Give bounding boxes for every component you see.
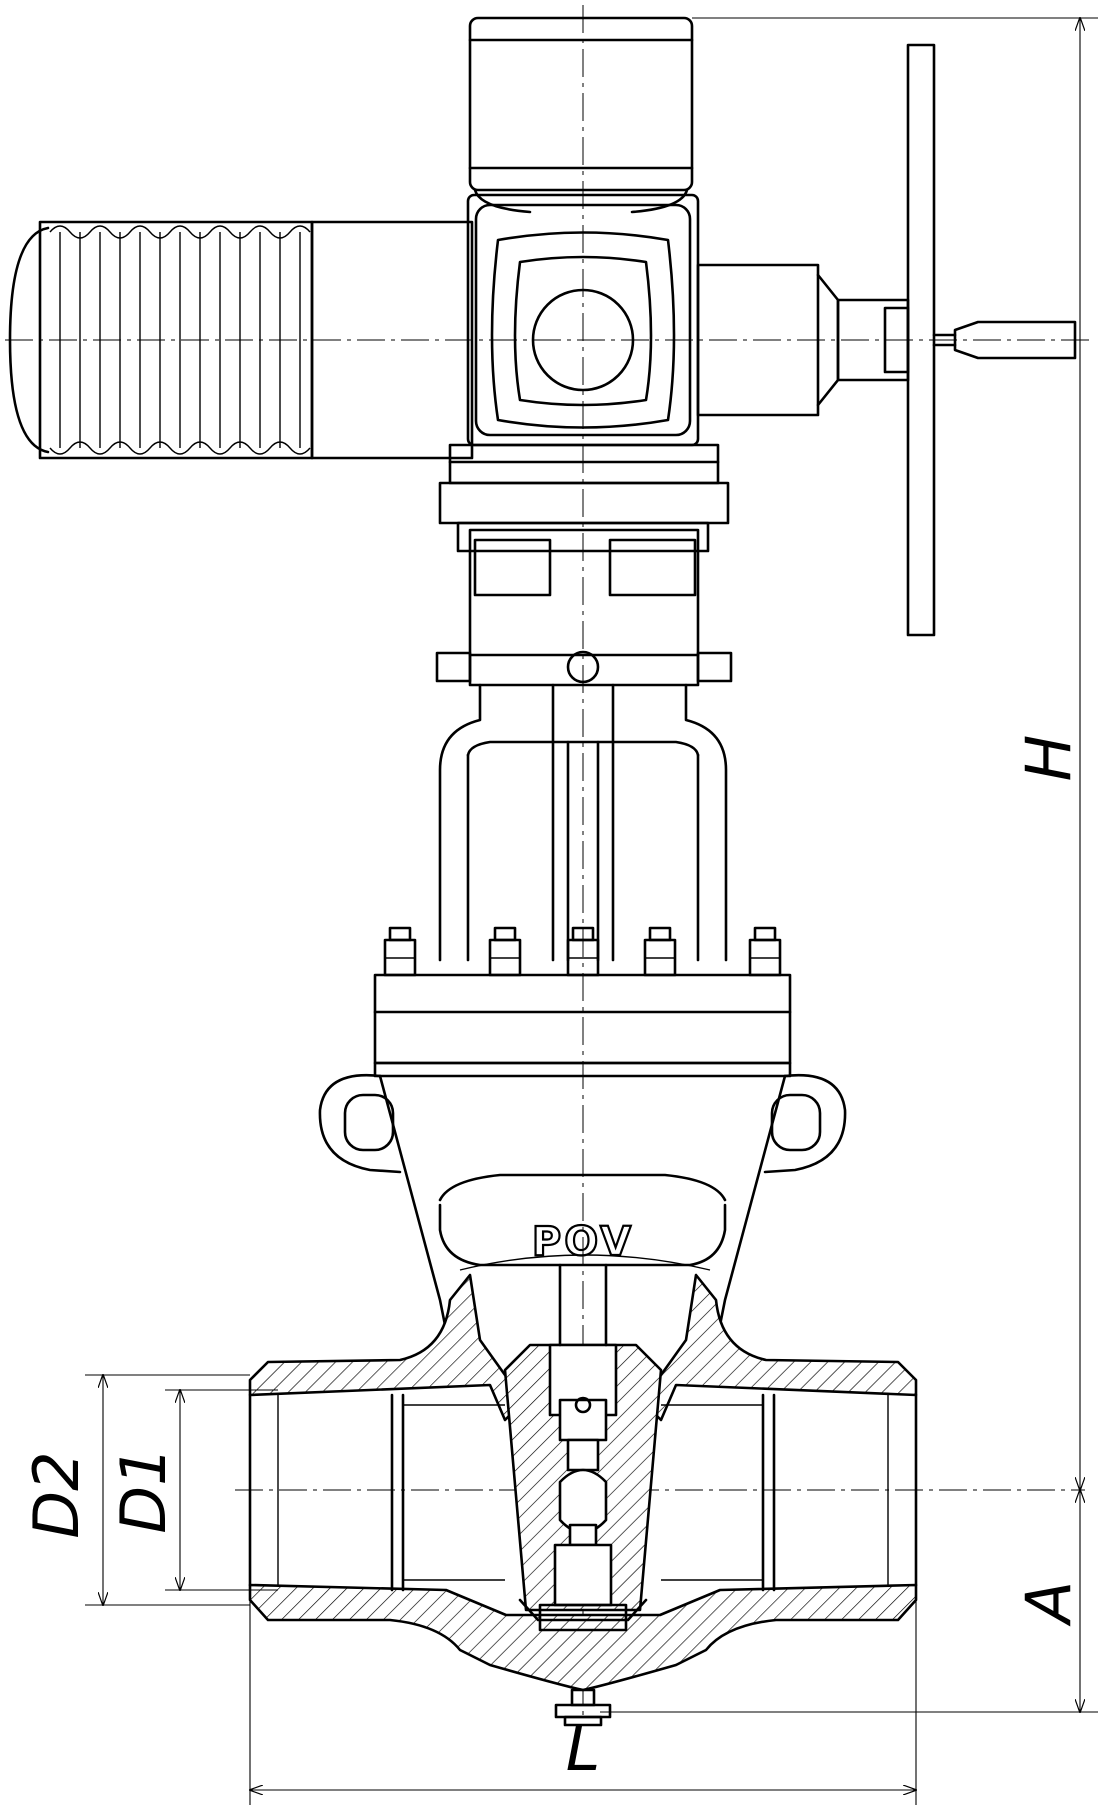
- bolt: [383, 926, 417, 977]
- electric-motor: [8, 220, 474, 460]
- outer-diameter-label: D2: [20, 1451, 93, 1538]
- dimension-center-to-bottom: A: [600, 1490, 1098, 1712]
- motor-cooling-fins: [49, 225, 311, 455]
- lifting-lug-left: [318, 1073, 402, 1174]
- dimension-outer-diameter: D2: [20, 1375, 250, 1605]
- dimension-length: L: [250, 1600, 916, 1805]
- actuator-coupling: [435, 528, 733, 687]
- lifting-lug-right: [763, 1073, 847, 1174]
- drain-plug: [554, 1688, 612, 1727]
- actuator-control-box: [468, 16, 694, 214]
- inner-diameter-label: D1: [107, 1446, 180, 1533]
- manual-handwheel: [696, 43, 1077, 637]
- bolt: [488, 926, 522, 977]
- bolt: [566, 926, 600, 977]
- valve-yoke: [438, 683, 728, 962]
- bolt: [748, 926, 782, 977]
- valve-stem: [558, 1263, 608, 1347]
- dimension-height: H: [692, 18, 1098, 1490]
- wedge-gate-section: [503, 1343, 663, 1632]
- length-label: L: [566, 1712, 601, 1785]
- center-to-bottom-label: A: [1012, 1581, 1085, 1627]
- height-label: H: [1012, 735, 1085, 782]
- actuator-gearbox: [438, 193, 730, 553]
- brand-mark: POV: [532, 1219, 634, 1265]
- bonnet-bolts: [383, 926, 782, 977]
- dimension-inner-diameter: D1: [107, 1390, 278, 1590]
- bolt: [643, 926, 677, 977]
- valve-body-section: [248, 1273, 918, 1692]
